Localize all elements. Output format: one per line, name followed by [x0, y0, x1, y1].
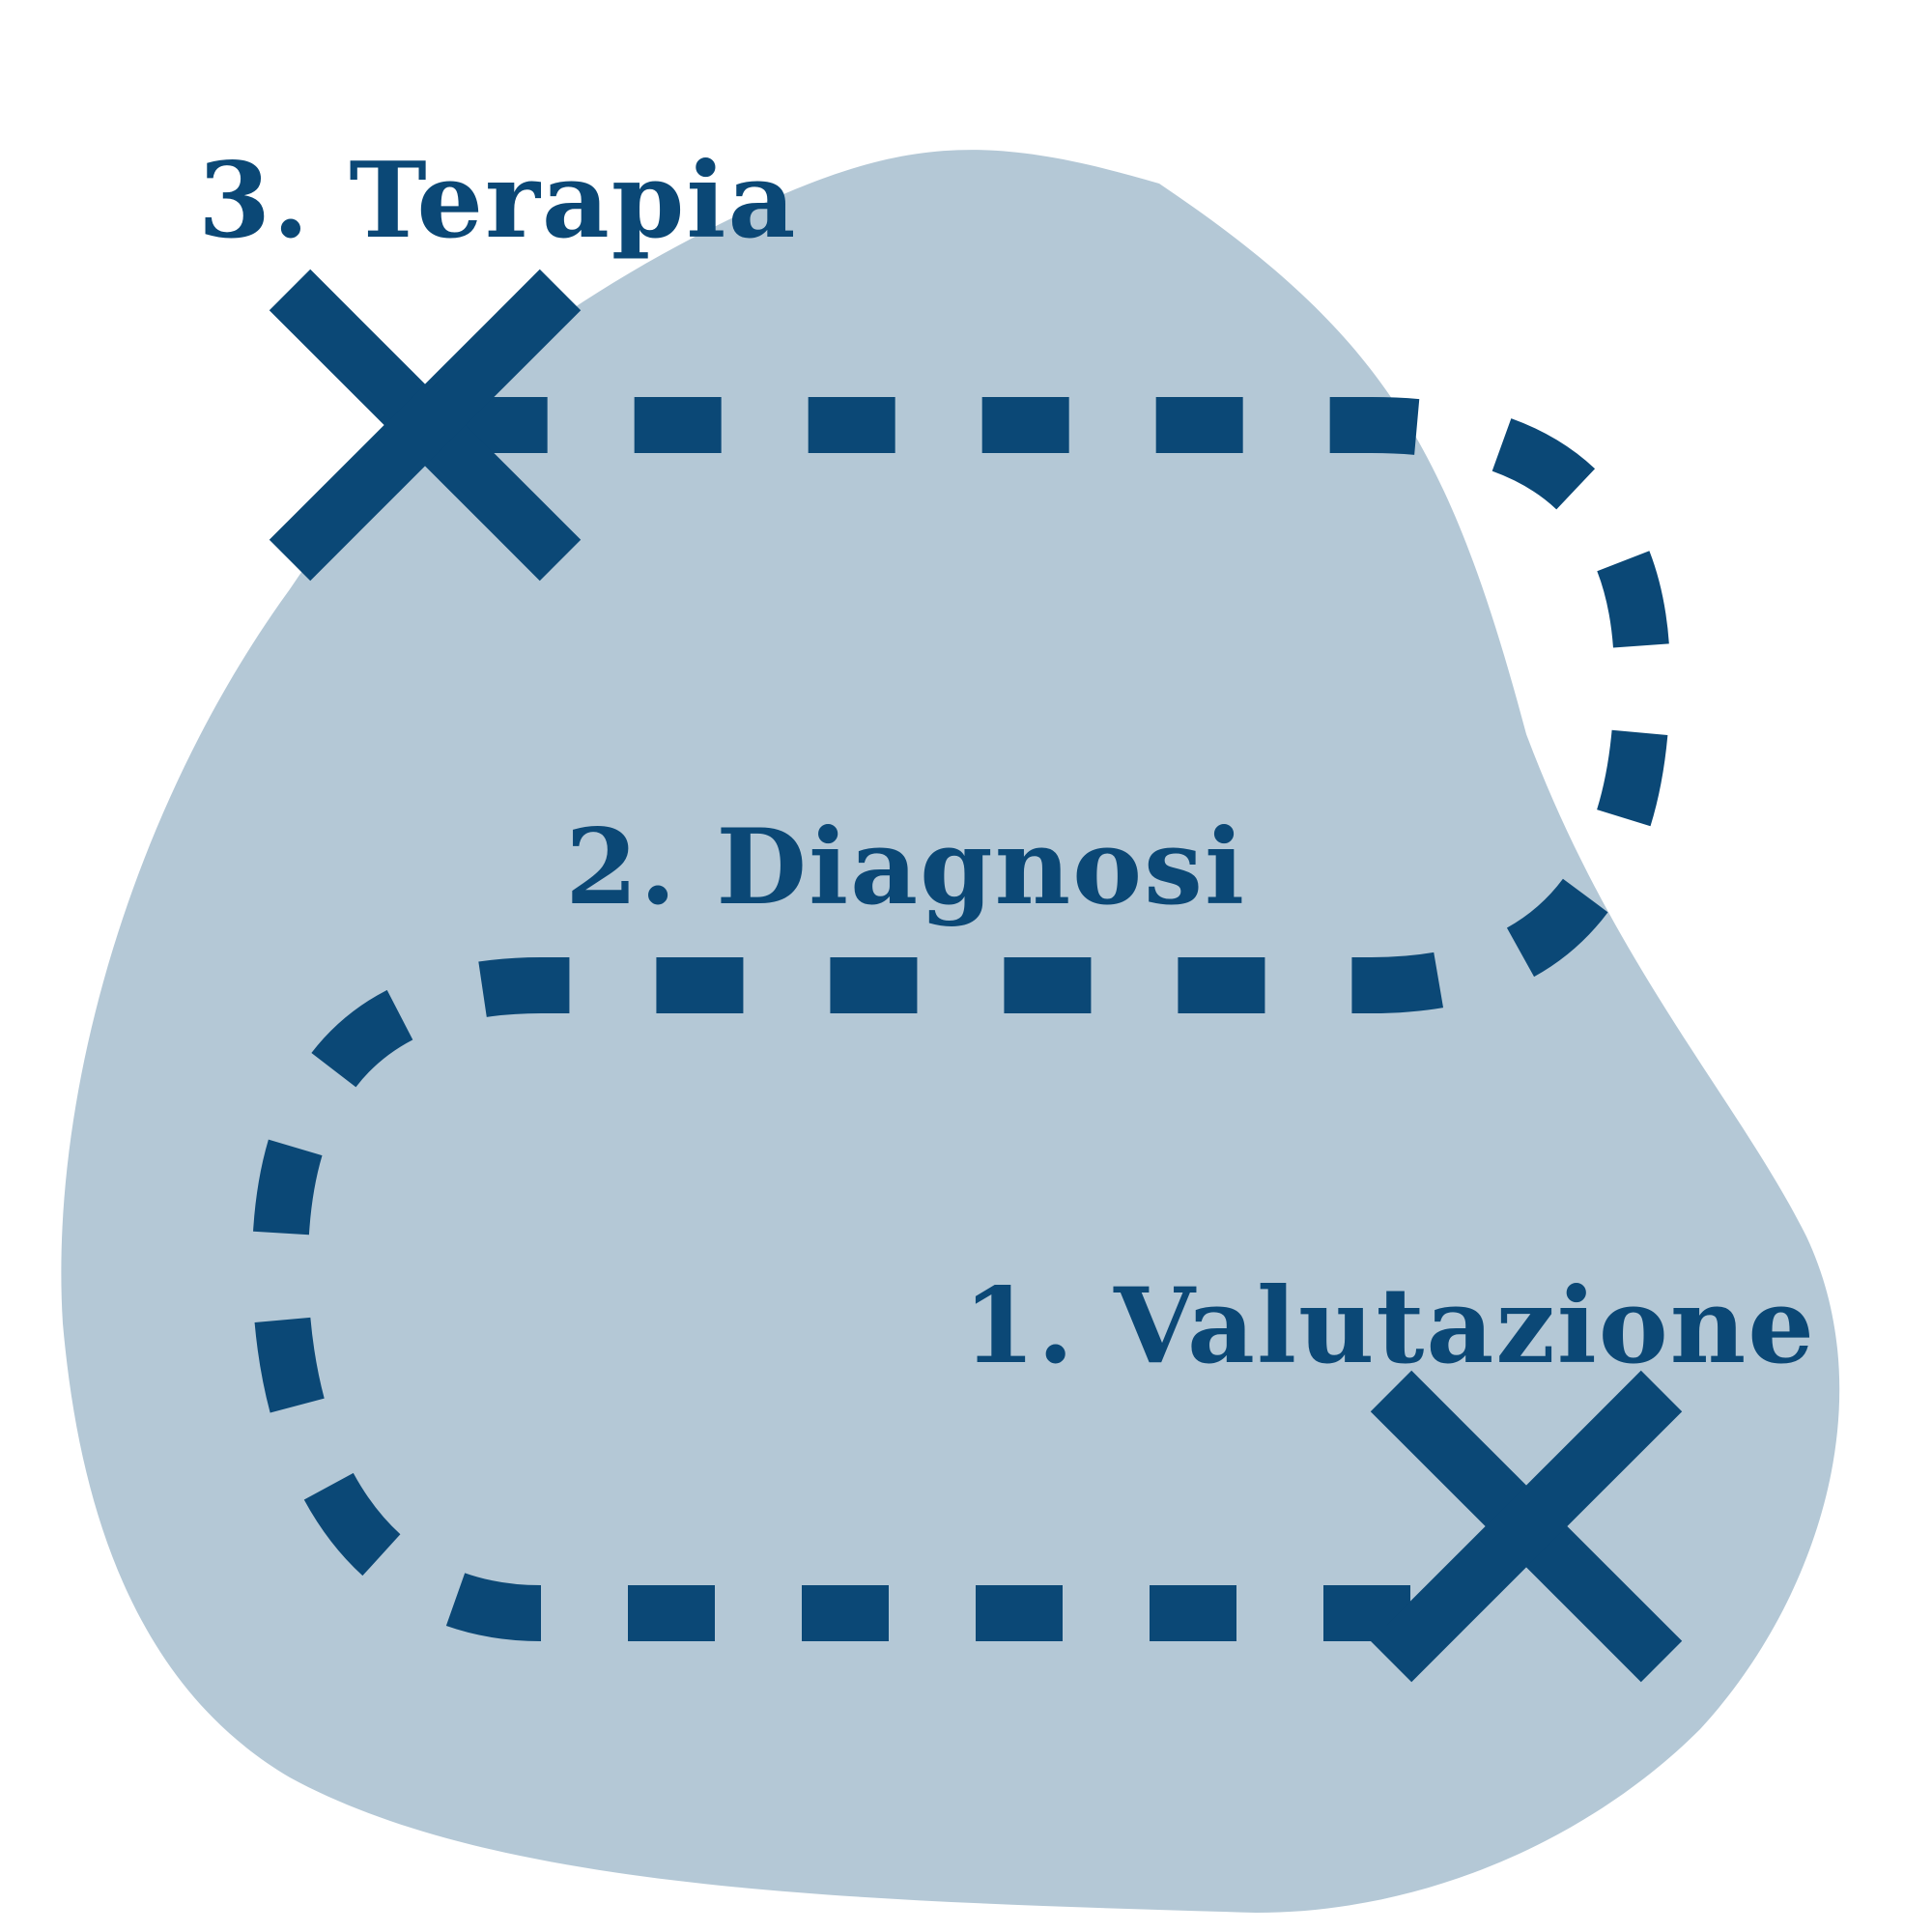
step-label-valutazione: 1. Valutazione	[963, 1265, 1816, 1387]
x-mark-icon	[269, 269, 582, 582]
step-label-diagnosi: 2. Diagnosi	[565, 807, 1246, 928]
x-mark-icon	[1370, 1370, 1683, 1683]
step-label-terapia: 3. Terapia	[198, 140, 797, 262]
background-blob	[61, 150, 1840, 1913]
